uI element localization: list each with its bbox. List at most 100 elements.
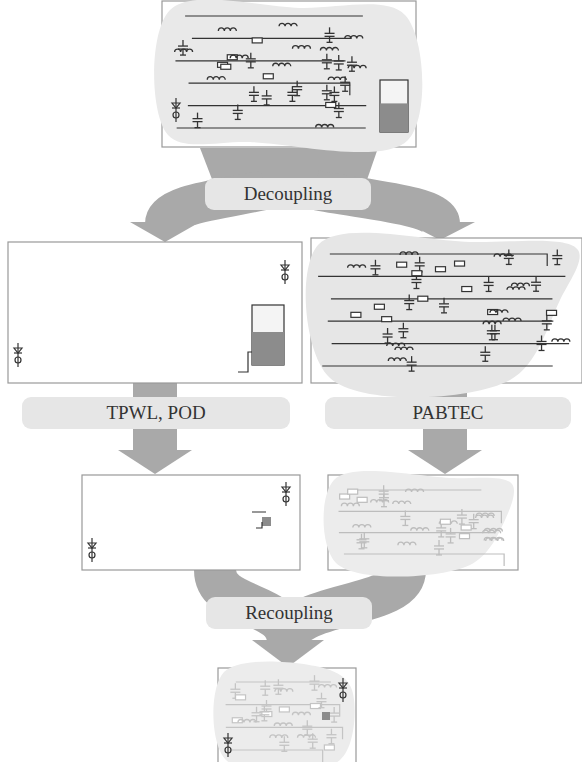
symbol-stroke: [411, 356, 412, 362]
symbol-stroke: [302, 726, 312, 727]
symbol-stroke: [473, 523, 474, 529]
symbol-stroke: [14, 348, 22, 353]
wire: [252, 512, 266, 528]
symbol-stroke: [314, 675, 315, 681]
symbol-stroke: [275, 694, 281, 695]
symbol-stroke: [403, 332, 404, 338]
symbol-stroke: [331, 729, 332, 735]
symbol-stroke: [383, 501, 384, 507]
resistor-symbol: [440, 519, 450, 524]
capacitor-symbol: [316, 693, 326, 708]
capacitor-symbol: [259, 706, 269, 721]
symbol-stroke: [359, 538, 369, 539]
inductor-symbol: [292, 46, 310, 49]
capacitor-symbol: [531, 276, 541, 291]
capacitor-symbol: [439, 298, 449, 313]
symbol-stroke: [282, 274, 288, 280]
resistor-symbol: [232, 718, 242, 723]
tank-body: [380, 80, 408, 132]
symbol-stroke: [400, 337, 406, 338]
symbol-stroke: [182, 49, 183, 55]
source-symbol: [282, 482, 290, 506]
symbol-stroke: [173, 112, 179, 118]
symbol-stroke: [486, 291, 492, 292]
symbol-stroke: [537, 341, 547, 342]
wire: [339, 511, 502, 523]
symbol-stroke: [351, 56, 352, 62]
symbol-stroke: [546, 324, 547, 330]
symbol-stroke: [372, 274, 378, 275]
wire: [328, 321, 554, 322]
wire: [344, 554, 504, 566]
inductor-symbol: [507, 287, 525, 290]
symbol-stroke: [266, 700, 267, 706]
wire: [238, 352, 252, 372]
capacitor-symbol: [370, 260, 380, 275]
inductor-symbol: [398, 542, 416, 545]
symbol-stroke: [253, 95, 254, 101]
inductor-symbol: [292, 712, 310, 715]
capacitor-symbol: [233, 104, 243, 119]
inductor-symbol: [341, 503, 359, 506]
inductor-symbol: [484, 537, 502, 540]
inductor-symbol: [503, 318, 521, 321]
resistor-symbol: [455, 261, 465, 266]
symbol-stroke: [224, 738, 232, 743]
symbol-stroke: [446, 533, 456, 534]
symbol-stroke: [379, 490, 389, 491]
wire: [230, 750, 323, 762]
resistor-symbol: [252, 38, 262, 43]
symbol-stroke: [340, 692, 346, 698]
symbol-stroke: [246, 58, 256, 59]
symbol-stroke: [251, 101, 257, 102]
circuit-panel: [324, 471, 518, 577]
capacitor-symbol: [302, 720, 312, 735]
inductor-symbol: [279, 23, 297, 26]
symbol-stroke: [488, 285, 489, 291]
symbol-stroke: [225, 747, 231, 753]
process-band: TPWL, POD: [22, 397, 290, 430]
symbol-stroke: [328, 743, 334, 744]
resistor-symbol: [221, 64, 231, 69]
symbol-stroke: [256, 707, 257, 713]
symbol-stroke: [261, 720, 267, 721]
resistor-symbol: [263, 74, 273, 79]
symbol-stroke: [461, 518, 462, 524]
circuit-ground: [154, 0, 422, 152]
symbol-stroke: [278, 679, 279, 685]
symbol-stroke: [375, 269, 376, 275]
symbol-stroke: [253, 86, 254, 92]
symbol-stroke: [485, 355, 486, 361]
symbol-stroke: [383, 485, 384, 491]
symbol-stroke: [539, 350, 545, 351]
symbol-stroke: [535, 285, 536, 291]
resistor-symbol: [382, 317, 392, 322]
symbol-stroke: [338, 55, 339, 61]
capacitor-symbol: [279, 736, 289, 751]
panel-frame: [8, 242, 302, 383]
symbol-stroke: [375, 260, 376, 266]
symbol-stroke: [403, 323, 404, 329]
resistor-symbol: [459, 534, 469, 539]
inductor-symbol: [328, 77, 346, 80]
symbol-stroke: [441, 531, 442, 537]
symbol-stroke: [193, 118, 203, 119]
symbol-stroke: [491, 334, 492, 340]
symbol-stroke: [325, 33, 335, 34]
symbol-stroke: [297, 81, 298, 87]
capacitor-symbol: [504, 249, 514, 264]
symbol-stroke: [409, 295, 410, 301]
symbol-stroke: [310, 748, 316, 749]
resistor-symbol: [462, 287, 472, 292]
symbol-stroke: [314, 684, 315, 690]
symbol-stroke: [485, 346, 486, 352]
resistor-symbol: [357, 497, 367, 502]
symbol-stroke: [535, 276, 536, 282]
symbol-stroke: [438, 540, 439, 546]
symbol-stroke: [387, 337, 388, 343]
source-symbol: [224, 733, 232, 757]
inductor-symbol: [388, 358, 406, 361]
capacitor-symbol: [490, 325, 500, 340]
symbol-stroke: [326, 63, 327, 69]
symbol-stroke: [326, 734, 336, 735]
